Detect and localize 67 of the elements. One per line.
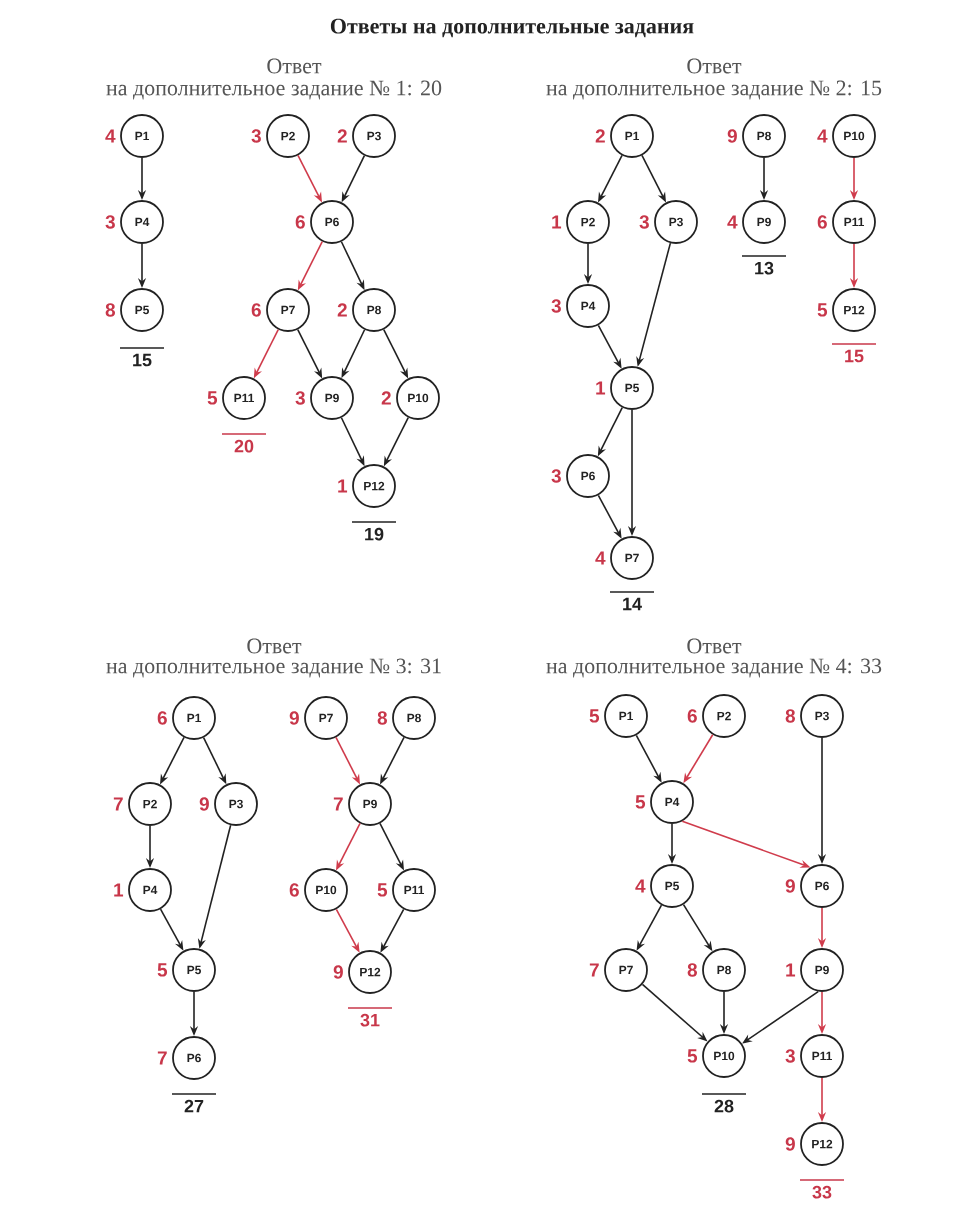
duration-label: 8 xyxy=(105,303,115,317)
total-sum: 20 xyxy=(221,433,267,453)
total-sum: 19 xyxy=(351,521,397,541)
duration-label: 8 xyxy=(687,963,697,977)
duration-label: 1 xyxy=(114,883,124,897)
duration-label: 5 xyxy=(635,795,646,809)
duration-label: 4 xyxy=(727,215,738,229)
duration-label: 7 xyxy=(113,797,123,811)
duration-label: 3 xyxy=(105,215,115,229)
duration-label: 3 xyxy=(295,391,305,405)
duration-label: 6 xyxy=(687,709,697,723)
total-sum: 31 xyxy=(347,1007,393,1027)
heading: на дополнительное задание № 3: 31 xyxy=(106,658,441,678)
duration-label: 8 xyxy=(377,711,387,725)
title: Ответы на дополнительные задания xyxy=(330,18,694,38)
duration-label: 7 xyxy=(589,963,599,977)
total-sum: 14 xyxy=(609,591,655,611)
heading: на дополнительное задание № 1: 20 xyxy=(106,80,442,100)
duration-label: 5 xyxy=(207,391,218,405)
duration-label: 7 xyxy=(157,1051,167,1065)
duration-label: 3 xyxy=(639,215,649,229)
heading: на дополнительное задание № 4: 33 xyxy=(546,658,882,678)
total-sum: 15 xyxy=(831,343,877,363)
duration-label: 5 xyxy=(687,1049,698,1063)
duration-label: 4 xyxy=(105,129,116,143)
duration-label: 9 xyxy=(727,129,737,143)
total-sum: 15 xyxy=(119,347,165,367)
duration-label: 3 xyxy=(785,1049,795,1063)
duration-label: 8 xyxy=(785,709,795,723)
duration-label: 9 xyxy=(785,1137,795,1151)
duration-label: 6 xyxy=(289,883,299,897)
duration-label: 9 xyxy=(289,711,299,725)
duration-label: 4 xyxy=(817,129,828,143)
duration-label: 5 xyxy=(817,303,828,317)
duration-label: 6 xyxy=(817,215,827,229)
duration-label: 6 xyxy=(295,215,305,229)
heading: Ответ xyxy=(687,58,742,74)
duration-label: 5 xyxy=(377,883,388,897)
duration-label: 9 xyxy=(199,797,209,811)
heading: Ответ xyxy=(267,58,322,74)
duration-label: 1 xyxy=(786,963,796,977)
total-sum: 27 xyxy=(171,1093,217,1113)
duration-label: 2 xyxy=(337,129,347,143)
duration-label: 4 xyxy=(595,551,606,565)
duration-label: 5 xyxy=(157,963,168,977)
duration-label: 3 xyxy=(551,469,561,483)
heading: Ответ xyxy=(247,638,302,654)
duration-label: 6 xyxy=(251,303,261,317)
heading: Ответ xyxy=(687,638,742,654)
total-sum: 28 xyxy=(701,1093,747,1113)
duration-label: 4 xyxy=(635,879,646,893)
duration-label: 1 xyxy=(338,479,348,493)
duration-label: 6 xyxy=(157,711,167,725)
duration-label: 2 xyxy=(337,303,347,317)
duration-label: 2 xyxy=(595,129,605,143)
duration-label: 1 xyxy=(552,215,562,229)
duration-label: 7 xyxy=(333,797,343,811)
total-sum: 33 xyxy=(799,1179,845,1199)
duration-label: 2 xyxy=(381,391,391,405)
total-sum: 13 xyxy=(741,255,787,275)
heading: на дополнительное задание № 2: 15 xyxy=(546,80,882,100)
duration-label: 3 xyxy=(551,299,561,313)
duration-label: 1 xyxy=(596,381,606,395)
duration-label: 5 xyxy=(589,709,600,723)
duration-label: 3 xyxy=(251,129,261,143)
duration-label: 9 xyxy=(333,965,343,979)
duration-label: 9 xyxy=(785,879,795,893)
